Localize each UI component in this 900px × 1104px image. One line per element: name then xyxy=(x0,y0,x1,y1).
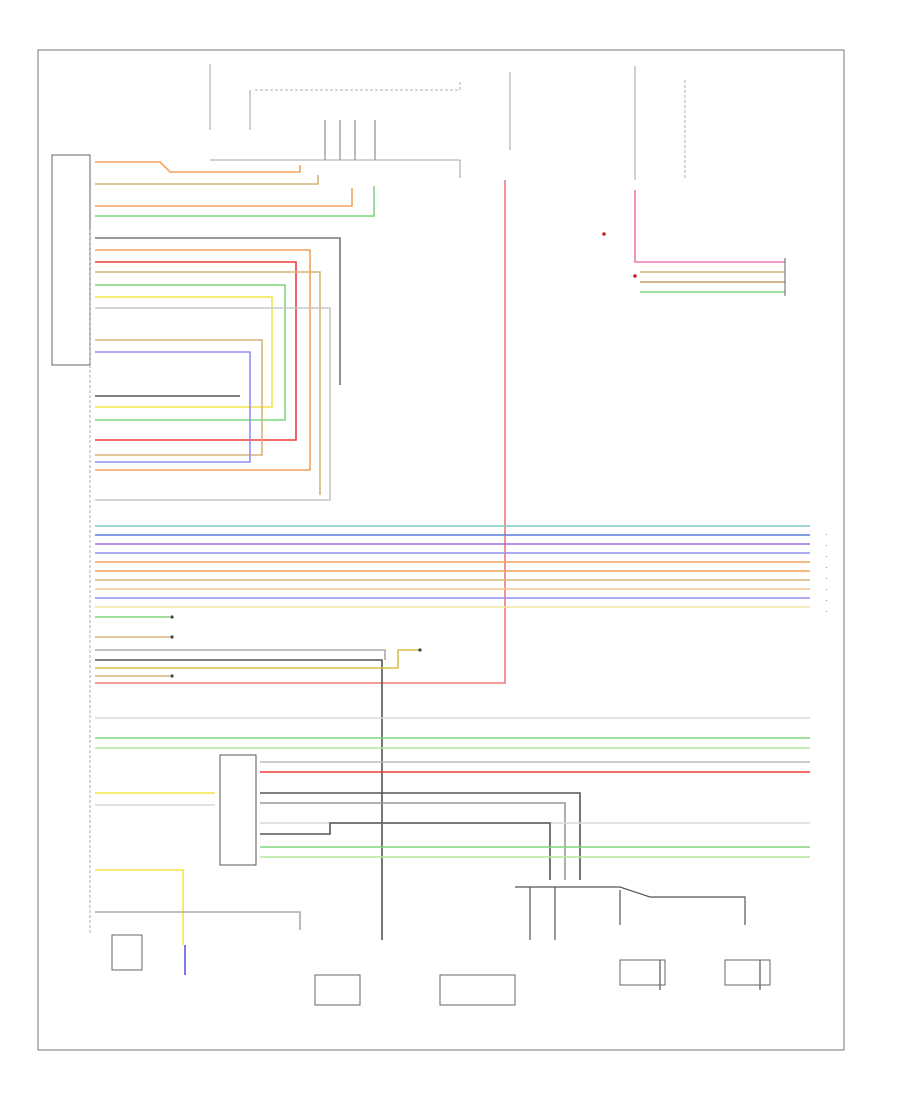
diagram-frame xyxy=(37,49,845,1051)
wire-bundle-tan-2 xyxy=(95,339,263,456)
lower-wiring xyxy=(95,761,810,975)
wire-bundle-lightgray xyxy=(95,307,331,501)
rt-terminal-b xyxy=(633,274,637,278)
wire-top-green xyxy=(95,186,375,217)
wire-bundle-red xyxy=(95,261,297,441)
pin-tick-8 xyxy=(826,611,827,612)
wire-bundle-gray xyxy=(95,237,341,385)
middle-wires xyxy=(95,616,810,940)
wire-low-gray-3 xyxy=(95,911,301,930)
wire-low-yellow-2 xyxy=(95,869,184,945)
module-wire-bundle xyxy=(95,237,341,501)
wire-mid-black xyxy=(95,659,383,940)
wire-bundle-green xyxy=(95,284,286,421)
wire-bundle-orange xyxy=(95,249,311,471)
wire-red-feed xyxy=(95,180,506,684)
wire-low-black-2 xyxy=(260,822,551,880)
module-box xyxy=(51,154,91,366)
pin-tick-4 xyxy=(826,567,827,568)
rt-terminal-a xyxy=(602,232,606,236)
right-top-connector xyxy=(634,190,786,296)
mid-terminal-2 xyxy=(170,635,174,639)
right-pin-ticks xyxy=(826,534,827,612)
pin-tick-5 xyxy=(826,578,827,579)
top-wiring xyxy=(95,64,686,217)
pin-tick-2 xyxy=(826,545,827,546)
bus-wires xyxy=(95,525,810,608)
wire-br-bus xyxy=(515,886,746,925)
wire-bundle-tan xyxy=(95,271,321,495)
pin-tick-3 xyxy=(826,556,827,557)
pin-tick-6 xyxy=(826,589,827,590)
wire-top-bus xyxy=(210,159,461,178)
component-center-left xyxy=(314,974,361,1006)
mid-terminal-4 xyxy=(418,648,422,652)
mid-terminal-1 xyxy=(170,615,174,619)
component-left xyxy=(111,934,143,971)
wire-top-orange xyxy=(95,161,301,173)
pin-tick-7 xyxy=(826,600,827,601)
component-right-1 xyxy=(619,959,666,986)
wire-bundle-purple xyxy=(95,351,251,463)
bottom-right-distribution xyxy=(515,886,761,990)
junction-box xyxy=(219,754,257,866)
component-right-2 xyxy=(724,959,771,986)
wire-mid-yellow xyxy=(95,649,420,669)
bottom-components xyxy=(111,934,771,1006)
wire-bundle-yellow xyxy=(95,296,273,408)
mid-terminal-3 xyxy=(170,674,174,678)
wire-top-dashed xyxy=(255,80,461,91)
wire-rt-pink xyxy=(634,190,785,263)
wire-low-gray-2 xyxy=(260,802,566,880)
wire-top-tan xyxy=(95,175,319,185)
wire-mid-gray xyxy=(95,649,386,660)
wire-top-orange-2 xyxy=(95,188,353,207)
pin-tick-1 xyxy=(826,534,827,535)
wire-low-black xyxy=(260,792,581,880)
component-center xyxy=(439,974,516,1006)
